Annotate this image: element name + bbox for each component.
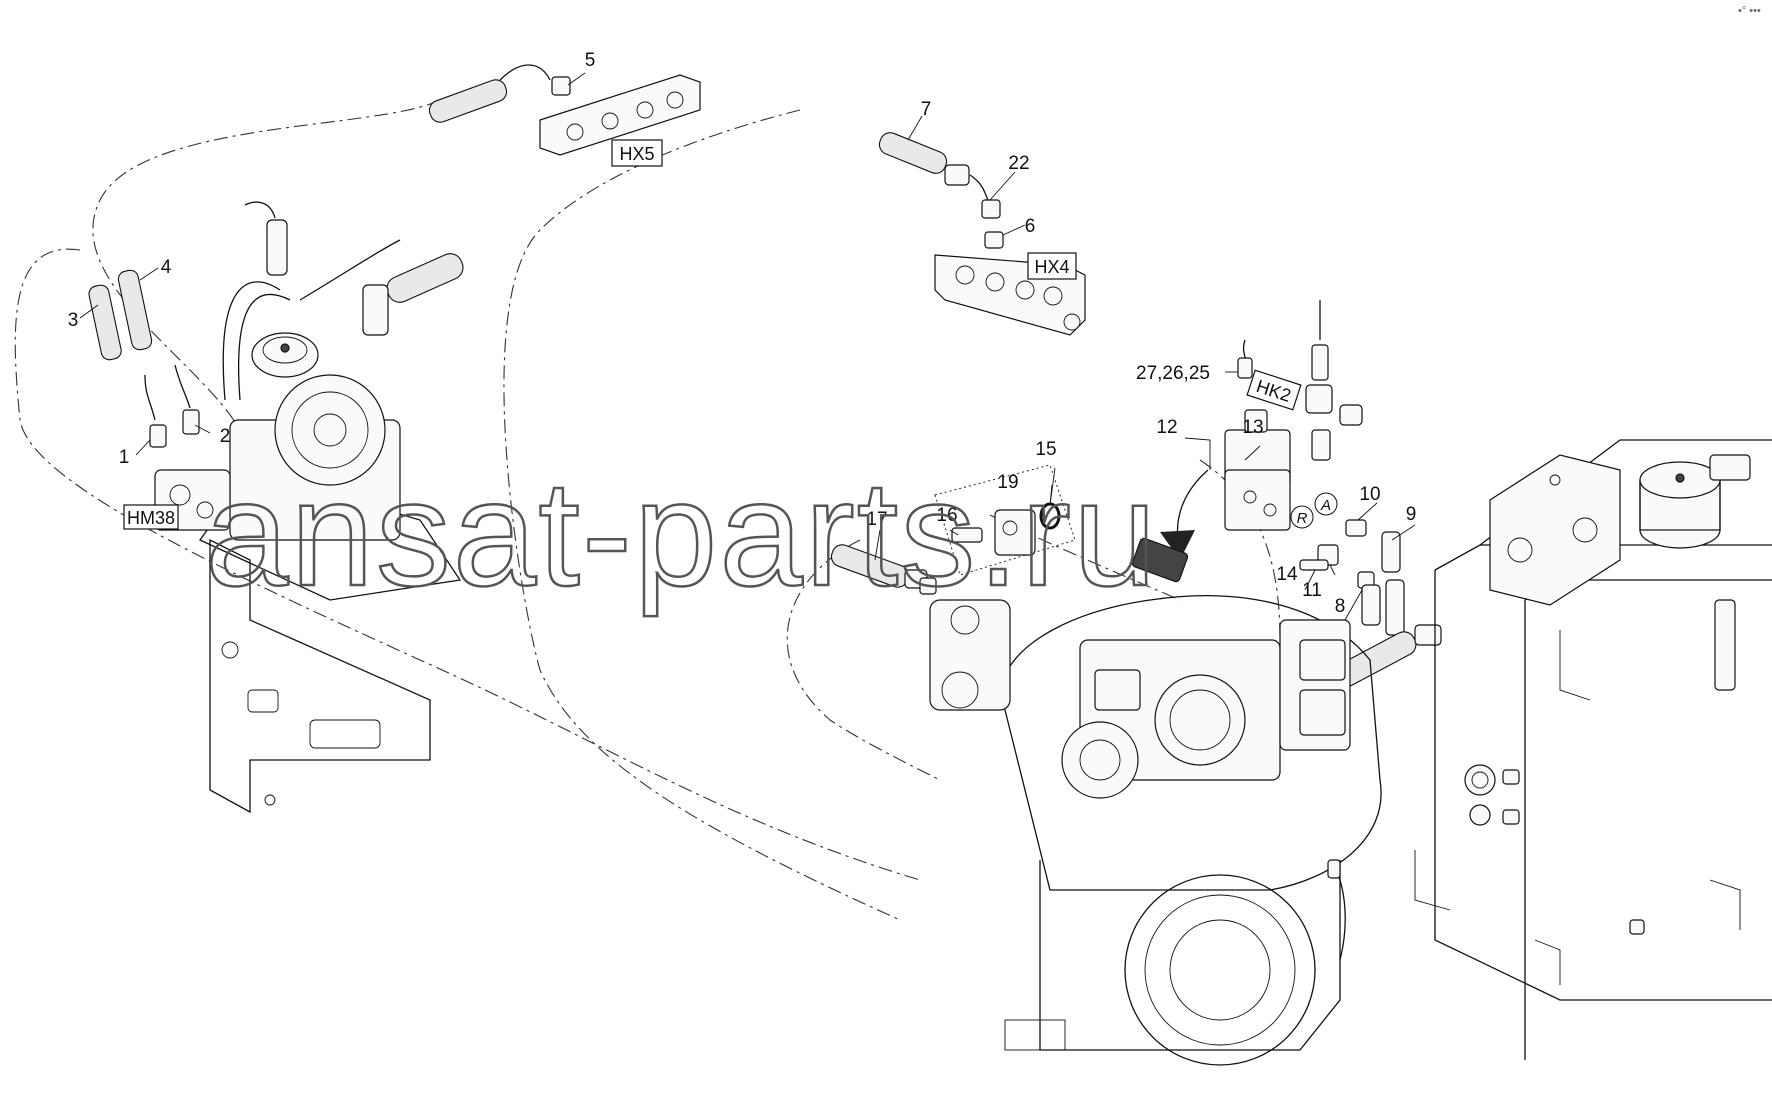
svg-text:R: R: [1297, 510, 1308, 527]
callout-1: 1: [119, 447, 130, 468]
fitting-10: [1345, 519, 1367, 537]
fitting-1: [149, 424, 167, 448]
part-14: [1299, 559, 1329, 571]
filter-cap: [251, 332, 319, 378]
pump-flywheel: [274, 374, 386, 486]
callout-6: 6: [1025, 216, 1036, 237]
hx5-group: HX5: [428, 64, 701, 167]
fitting-6: [984, 231, 1004, 249]
pump-pinion: [1154, 674, 1246, 766]
hose-3: [88, 284, 122, 361]
callout-12: 12: [1156, 417, 1177, 438]
tag-hx5: HX5: [619, 144, 654, 164]
callout-19: 19: [997, 472, 1018, 493]
callout-17: 17: [866, 509, 887, 530]
elbow-9: [1381, 531, 1401, 573]
engine-housing: [1039, 860, 1341, 1051]
hose-4: [117, 269, 153, 351]
port-a: [1314, 492, 1338, 516]
fitting-22: [981, 199, 1001, 219]
svg-text:A: A: [1320, 497, 1331, 514]
sensor: [266, 219, 288, 276]
tag-hx4: HX4: [1034, 257, 1069, 277]
callout-22: 22: [1008, 153, 1029, 174]
aux-pump: [929, 599, 1011, 711]
filter-head: [1489, 454, 1621, 606]
transmission-housing: [999, 595, 1382, 891]
callout-3: 3: [68, 310, 79, 331]
hose-7: [878, 132, 948, 174]
callout-5: 5: [585, 50, 596, 71]
callout-labels: 1 2 3 4 5 6 7 8 9 10 11 12 13 14 15 16 1…: [68, 50, 1417, 617]
left-pump-assembly: HM38: [88, 201, 464, 814]
watermark: ansat-parts.ru: [205, 449, 1158, 617]
hydraulic-tank-assembly: [1414, 439, 1772, 1060]
callout-13: 13: [1242, 417, 1263, 438]
callout-4: 4: [161, 257, 172, 278]
hose-7-end: [944, 164, 970, 186]
callout-27-26-25: 27,26,25: [1136, 363, 1210, 384]
callout-10: 10: [1359, 484, 1380, 505]
port-r: [1290, 505, 1314, 529]
callout-8: 8: [1335, 596, 1346, 617]
hose-5-line: [428, 79, 508, 123]
mounting-bracket: [209, 538, 431, 814]
flywheel-bell: [1124, 874, 1316, 1066]
hx4-group: HX4: [878, 132, 1086, 336]
callout-16: 16: [936, 505, 957, 526]
callout-7: 7: [921, 99, 932, 120]
leader-lines: [79, 72, 1416, 621]
test-coupling: [1305, 384, 1333, 414]
callout-9: 9: [1406, 504, 1417, 525]
center-transmission-assembly: HK2 R A: [830, 300, 1442, 1066]
solenoid-connector: [1237, 357, 1253, 379]
fitting-16: [951, 527, 983, 543]
callout-14: 14: [1276, 564, 1298, 585]
callout-15: 15: [1035, 439, 1056, 460]
solenoid-dark: [1131, 537, 1189, 583]
tank-front-left: [1434, 570, 1772, 1001]
manifold-hx5: [539, 74, 701, 156]
corner-mark: •° •••: [1738, 5, 1761, 17]
group-15-outline: [934, 464, 1076, 576]
callout-11: 11: [1302, 580, 1322, 601]
fitting-2: [182, 409, 200, 435]
fitting-5: [551, 76, 571, 96]
callout-2: 2: [220, 426, 231, 447]
sight-gauge: [1714, 599, 1736, 691]
tag-hm38: HM38: [127, 508, 175, 528]
